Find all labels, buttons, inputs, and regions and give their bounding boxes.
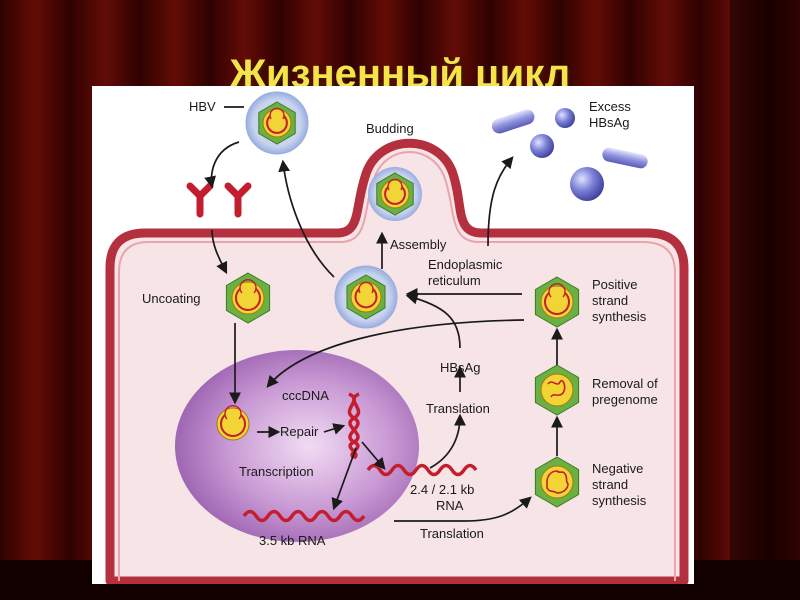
excess-hbsag-particles-icon <box>491 108 648 201</box>
label-transcription: Transcription <box>239 464 314 479</box>
label-positive-1: Positive <box>592 277 638 292</box>
cccdna-capsid-icon <box>216 405 250 441</box>
negative-strand-capsid-icon <box>534 456 580 508</box>
label-assembly: Assembly <box>390 237 447 252</box>
rna-large-icon <box>242 509 366 523</box>
label-negative-1: Negative <box>592 461 643 476</box>
budding-virion-icon <box>368 167 422 221</box>
label-removal-2: pregenome <box>592 392 658 407</box>
pathway-arrows <box>204 106 563 522</box>
label-uncoating: Uncoating <box>142 291 201 306</box>
uncoating-capsid-icon <box>225 272 271 324</box>
label-er-2: reticulum <box>428 273 481 288</box>
label-positive-3: synthesis <box>592 309 647 324</box>
cell-membrane-inner <box>118 151 676 581</box>
label-rna-small-2: RNA <box>436 498 464 513</box>
label-negative-3: synthesis <box>592 493 647 508</box>
diagram-panel: HBV Budding Excess HBsAg Uncoating Assem… <box>92 86 694 584</box>
label-budding: Budding <box>366 121 414 136</box>
label-hbsag: HBsAg <box>440 360 480 375</box>
removal-capsid-icon <box>534 364 580 416</box>
label-excess-1: Excess <box>589 99 631 114</box>
label-rna-small-1: 2.4 / 2.1 kb <box>410 482 474 497</box>
label-excess-2: HBsAg <box>589 115 629 130</box>
label-hbv: HBV <box>189 99 216 114</box>
label-translation-up: Translation <box>426 401 490 416</box>
assembled-virion-icon <box>334 265 398 329</box>
rna-small-icon <box>366 463 478 477</box>
label-positive-2: strand <box>592 293 628 308</box>
receptor-icon <box>186 182 252 218</box>
positive-strand-capsid-icon <box>534 276 580 328</box>
label-er-1: Endoplasmic <box>428 257 503 272</box>
label-removal-1: Removal of <box>592 376 658 391</box>
label-translation-bottom: Translation <box>420 526 484 541</box>
label-negative-2: strand <box>592 477 628 492</box>
label-cccdna: cccDNA <box>282 388 329 403</box>
label-rna-large: 3.5 kb RNA <box>259 533 326 548</box>
hbv-virion-icon <box>245 91 309 155</box>
diagram-labels: HBV Budding Excess HBsAg Uncoating Assem… <box>142 99 658 548</box>
label-repair: Repair <box>280 424 319 439</box>
hbv-life-cycle-diagram: HBV Budding Excess HBsAg Uncoating Assem… <box>105 91 689 584</box>
